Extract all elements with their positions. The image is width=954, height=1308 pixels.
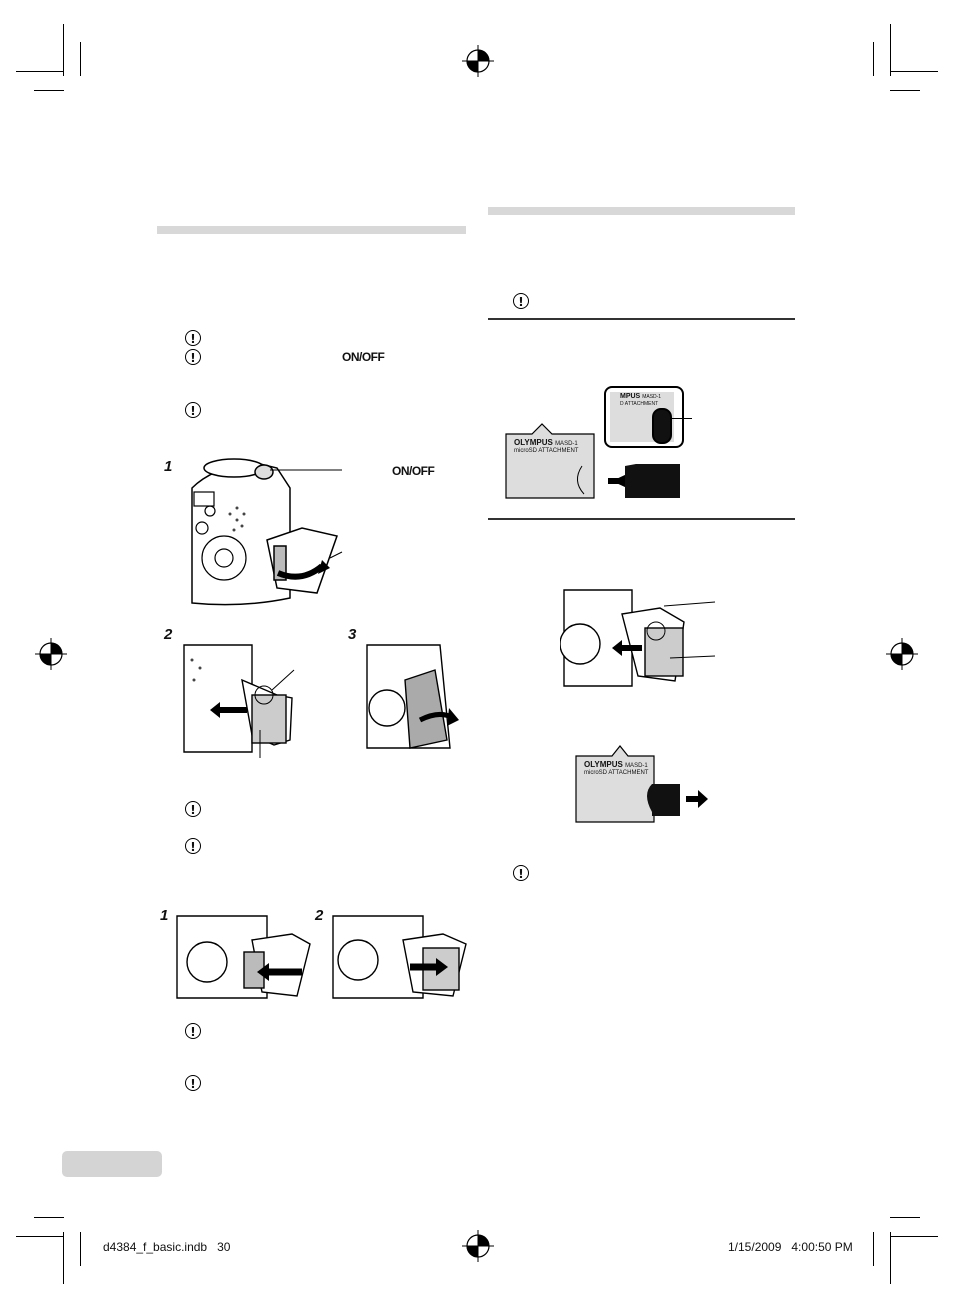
step-number: 3	[348, 626, 357, 643]
divider-rule	[488, 318, 795, 320]
zoom-brand: MPUS MASD-1	[620, 393, 661, 400]
footer-file-info: d4384_f_basic.indb 30	[103, 1240, 231, 1254]
camera-open-cover-illustration	[191, 458, 343, 606]
onoff-label: ON/OFF	[342, 350, 385, 364]
step-number: 2	[315, 907, 324, 924]
adapter-line2: microSD ATTACHMENT	[514, 448, 579, 454]
adapter2-brand-text: OLYMPUS	[584, 760, 623, 769]
zoom-model-text: MASD-1	[642, 394, 662, 400]
remove-card-illustration	[332, 915, 467, 999]
leader-line	[670, 418, 692, 419]
crop-mark	[890, 1232, 891, 1284]
caution-icon: !	[185, 402, 201, 418]
step-number: 1	[164, 458, 173, 475]
push-card-illustration	[176, 915, 311, 999]
caution-icon: !	[185, 838, 201, 854]
adapter2-model-text: MASD-1	[625, 763, 648, 769]
crop-mark	[80, 42, 81, 76]
crop-mark	[16, 71, 64, 72]
caution-icon: !	[513, 865, 529, 881]
adapter2-brand: OLYMPUS MASD-1	[584, 760, 648, 769]
registration-mark-icon	[462, 45, 494, 77]
zoom-line2: D ATTACHMENT	[620, 401, 659, 407]
crop-mark	[890, 90, 920, 91]
insert-card-illustration	[183, 644, 295, 758]
adapter-zoom-callout: MPUS MASD-1 D ATTACHMENT	[604, 386, 684, 448]
remove-microsd-diagram: OLYMPUS MASD-1 microSD ATTACHMENT	[574, 744, 714, 826]
adapter-model-text: MASD-1	[555, 441, 578, 447]
crop-mark	[890, 1236, 938, 1237]
caution-icon: !	[513, 293, 529, 309]
adapter-brand-text: OLYMPUS	[514, 438, 553, 447]
crop-mark	[63, 24, 64, 76]
step-number: 2	[164, 626, 173, 643]
crop-mark	[890, 71, 938, 72]
zoom-brand-text: MPUS	[620, 393, 641, 400]
caution-icon: !	[185, 1075, 201, 1091]
section-rule-right	[488, 207, 795, 215]
divider-rule	[488, 518, 795, 520]
crop-mark	[890, 24, 891, 76]
microsd-adapter-diagram: OLYMPUS MASD-1 microSD ATTACHMENT	[502, 386, 692, 506]
crop-mark	[873, 42, 874, 76]
caution-icon: !	[185, 330, 201, 346]
crop-mark	[873, 1232, 874, 1266]
registration-mark-icon	[886, 638, 918, 670]
caution-icon: !	[185, 801, 201, 817]
crop-mark	[63, 1232, 64, 1284]
crop-mark	[34, 1217, 64, 1218]
crop-mark	[80, 1232, 81, 1266]
crop-mark	[34, 90, 64, 91]
page-number-tab	[62, 1151, 162, 1177]
step-number: 1	[160, 907, 169, 924]
caution-icon: !	[185, 1023, 201, 1039]
registration-mark-icon	[462, 1230, 494, 1262]
crop-mark	[16, 1236, 64, 1237]
adapter-brand: OLYMPUS MASD-1	[514, 438, 578, 447]
caution-icon: !	[185, 349, 201, 365]
crop-mark	[890, 1217, 920, 1218]
insert-adapter-illustration	[560, 589, 716, 687]
onoff-label: ON/OFF	[392, 464, 435, 478]
registration-mark-icon	[35, 638, 67, 670]
adapter2-line2: microSD ATTACHMENT	[584, 770, 649, 776]
section-rule-left	[157, 226, 466, 234]
footer-timestamp: 1/15/2009 4:00:50 PM	[728, 1240, 853, 1254]
close-cover-illustration	[366, 644, 459, 749]
